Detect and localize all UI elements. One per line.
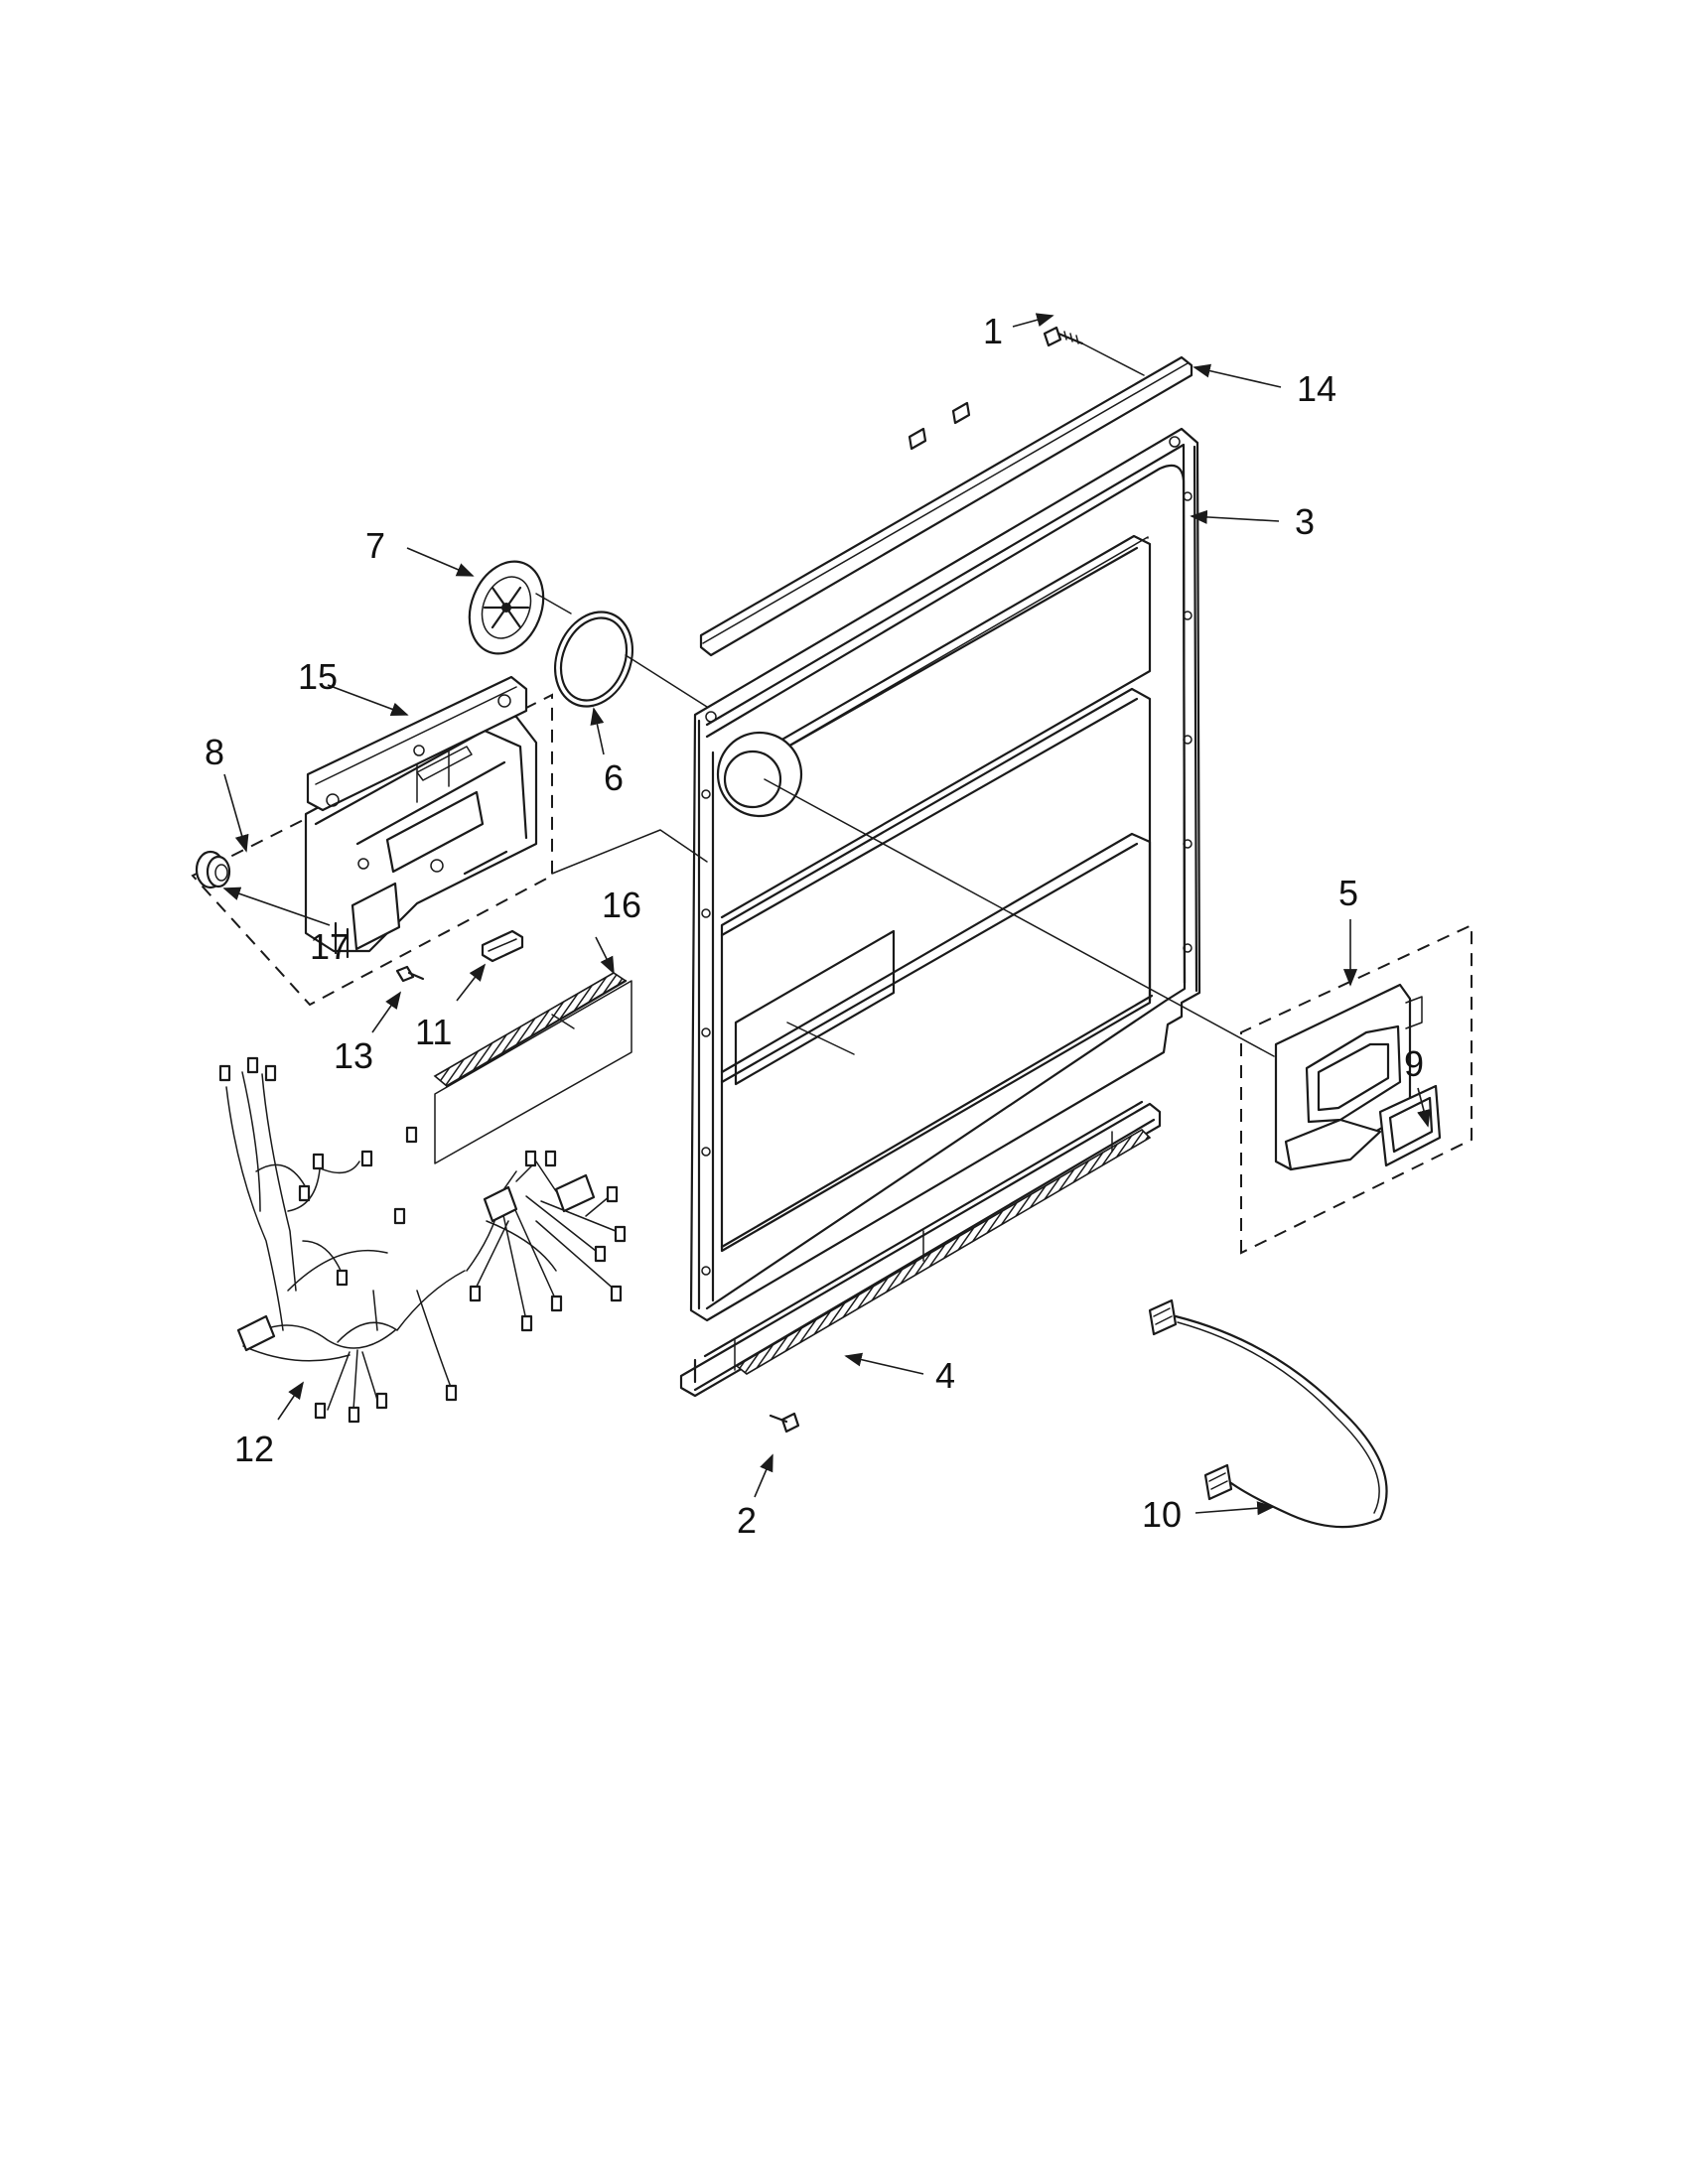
screw-small (395, 965, 425, 983)
cable (1148, 1298, 1388, 1529)
callout-13: 13 (334, 1035, 373, 1076)
leader-lines (222, 313, 1431, 1516)
wiring-harness (218, 1056, 627, 1424)
callout-2: 2 (737, 1500, 757, 1541)
control-module (1240, 923, 1473, 1255)
callout-17: 17 (310, 926, 350, 967)
callout-7: 7 (365, 525, 385, 566)
callout-10: 10 (1142, 1494, 1182, 1535)
callout-3: 3 (1295, 501, 1315, 542)
door-panel (689, 427, 1201, 1322)
module-gasket (1378, 1084, 1442, 1167)
top-trim-strip (699, 355, 1193, 657)
callout-9: 9 (1404, 1043, 1424, 1084)
knob (195, 850, 231, 889)
callout-6: 6 (604, 757, 624, 798)
vent-cover (468, 560, 545, 655)
callout-8: 8 (205, 732, 224, 772)
callout-4: 4 (935, 1355, 955, 1396)
dispenser-trim (306, 675, 528, 812)
callout-12: 12 (234, 1429, 274, 1469)
callout-15: 15 (298, 656, 338, 697)
top-screw (1043, 326, 1084, 347)
callout-16: 16 (602, 885, 641, 925)
bottom-screw (769, 1412, 800, 1433)
bottom-rail (679, 1100, 1162, 1398)
bracket (481, 929, 524, 963)
callout-1: 1 (983, 311, 1003, 351)
callout-14: 14 (1297, 368, 1336, 409)
callout-5: 5 (1338, 873, 1358, 913)
insulation-panel (433, 972, 632, 1164)
vent-gasket (553, 611, 634, 708)
callout-11: 11 (415, 1012, 452, 1052)
